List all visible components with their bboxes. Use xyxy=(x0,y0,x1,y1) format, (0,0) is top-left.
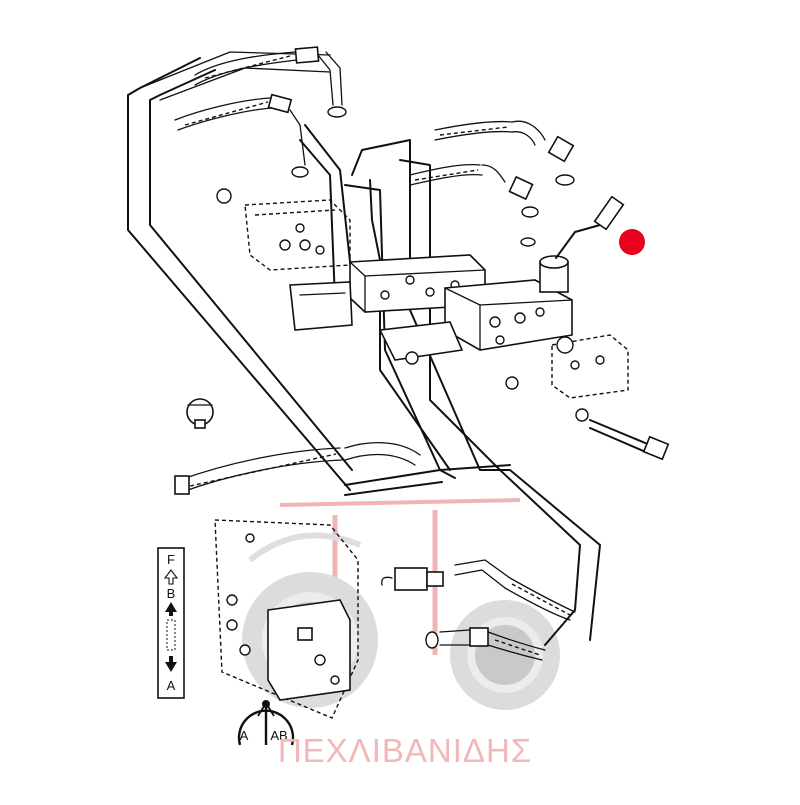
dial-label-ab: AB xyxy=(270,728,287,743)
o-ring xyxy=(505,376,519,390)
hose-bottom-left xyxy=(174,442,421,495)
indicator-label-a: A xyxy=(167,678,176,693)
long-bolt xyxy=(575,408,670,461)
indicator-label-b: B xyxy=(167,586,176,601)
mounting-plate xyxy=(214,519,359,719)
arrow-up-solid-icon xyxy=(165,602,177,616)
hydraulic-pipe-set xyxy=(127,51,601,646)
hose-middle-right xyxy=(409,164,539,247)
quick-coupler-upper xyxy=(381,559,576,621)
rear-valve-block xyxy=(216,188,351,271)
dial-label-a: A xyxy=(240,728,249,743)
position-indicator: F B A xyxy=(157,547,185,699)
watermark-text: ΠΕΧΛΙΒΑΝΙΔΗΣ xyxy=(278,732,532,769)
lever-position-dial: A AB xyxy=(237,700,295,746)
arrow-down-solid-icon xyxy=(165,656,177,672)
indicator-label-f: F xyxy=(167,552,175,567)
hose-second-left xyxy=(174,93,309,178)
lever-knob xyxy=(593,195,625,231)
hose-top-left xyxy=(194,46,347,118)
control-valve-stack xyxy=(289,195,625,365)
right-end-block xyxy=(505,334,629,399)
callout-marker xyxy=(619,229,645,255)
banjo-fitting xyxy=(186,398,214,429)
control-lever xyxy=(555,224,601,259)
watermark-right-wheel xyxy=(450,600,560,710)
quick-coupler-lower xyxy=(425,627,546,661)
arrow-up-hollow-icon xyxy=(163,569,179,585)
hose-top-right xyxy=(434,120,575,186)
nut xyxy=(216,188,232,204)
